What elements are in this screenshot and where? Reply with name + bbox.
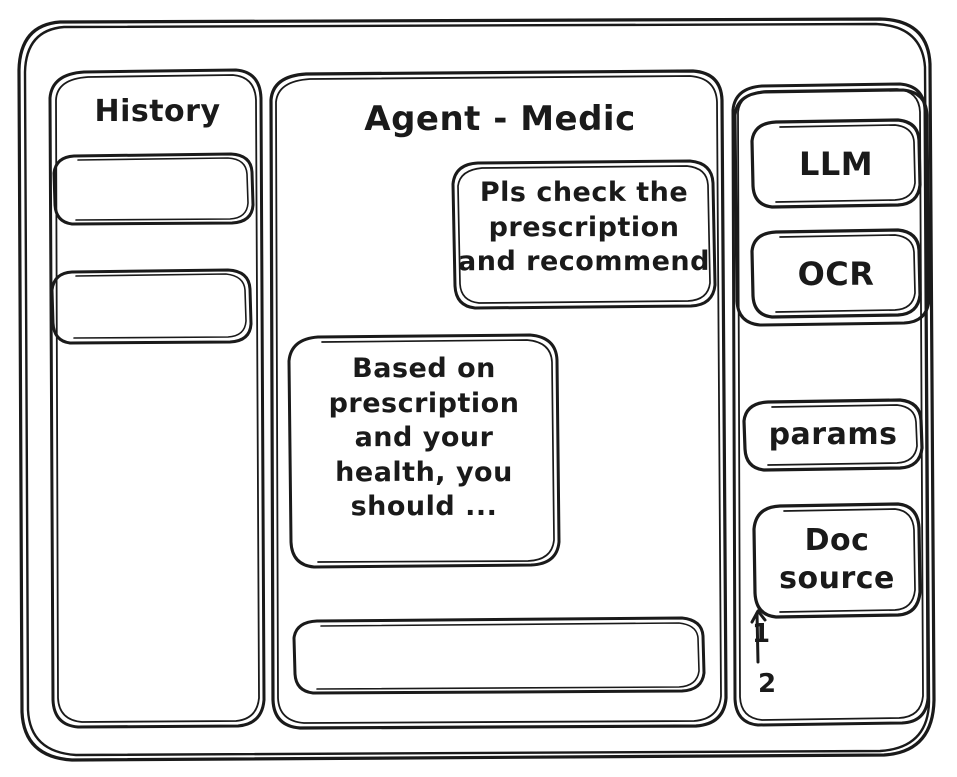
doc-source-item-1[interactable]: 1 [752,619,771,649]
composer-input[interactable] [294,618,704,693]
message-assistant-text: Based on prescription and your health, y… [328,353,520,523]
message-bubble-assistant: Based on prescription and your health, y… [289,335,559,567]
tool-button-llm-label: LLM [798,145,874,183]
params-button-label: params [768,417,898,452]
params-button[interactable]: params [744,400,922,470]
tool-button-ocr[interactable]: OCR [752,230,920,317]
message-user-text: Pls check the prescription and recommend [458,177,710,278]
tool-button-llm[interactable]: LLM [752,120,920,207]
history-item-2[interactable] [52,270,251,343]
history-item-1[interactable] [54,155,252,224]
doc-source-button[interactable]: Doc source [754,504,920,617]
message-bubble-user: Pls check the prescription and recommend [453,161,715,308]
tool-button-ocr-label: OCR [797,255,875,293]
history-panel-title: History [94,94,221,129]
agent-panel-title: Agent - Medic [364,99,636,139]
doc-source-button-label: Doc source [779,523,895,597]
doc-source-item-2[interactable]: 2 [758,669,777,699]
